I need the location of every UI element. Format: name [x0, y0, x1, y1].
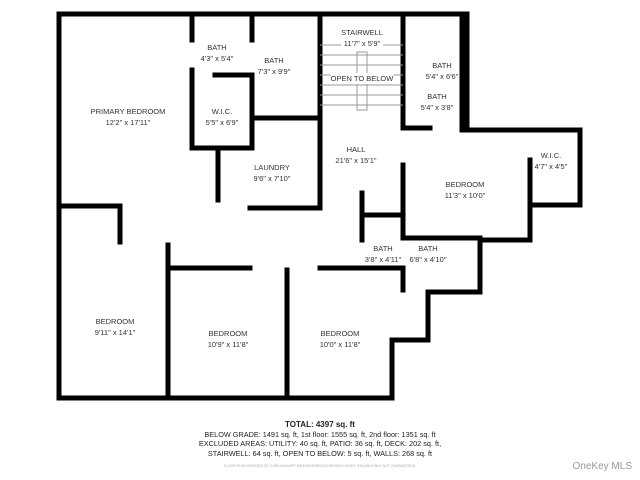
room-size: 4'7" x 4'5" — [534, 162, 568, 171]
room-label: BEDROOM 11'3" x 10'0" — [445, 179, 486, 201]
room-name: LAUNDRY — [254, 163, 290, 172]
room-name: BATH — [207, 43, 227, 52]
wall — [189, 72, 255, 151]
room-size: 11'7" x 5'9" — [343, 39, 381, 48]
watermark: OneKey MLS — [572, 461, 632, 472]
room-label: W.I.C. 5'5" x 6'9" — [206, 106, 239, 128]
room-label: BATH 3'8" x 4'11" — [365, 243, 401, 265]
summary-line: BELOW GRADE: 1491 sq. ft, 1st floor: 155… — [204, 429, 436, 439]
outer-wall — [56, 11, 583, 208]
room-name: BEDROOM — [95, 317, 135, 326]
room-label: OPEN TO BELOW — [330, 73, 394, 84]
room-label: BATH 4'3" x 5'4" — [201, 42, 234, 64]
room-size: 5'5" x 6'9" — [205, 118, 239, 127]
room-name: HALL — [346, 145, 366, 154]
room-label: STAIRWELL 11'7" x 5'9" — [341, 27, 383, 49]
room-name: BATH — [264, 56, 284, 65]
room-name: BEDROOM — [208, 329, 248, 338]
room-label: LAUNDRY 9'6" x 7'10" — [254, 162, 291, 184]
summary-line: STAIRWELL: 64 sq. ft, OPEN TO BELOW: 5 s… — [207, 448, 433, 458]
fine-print: FLOOR PLAN CREATED BY CUBICASA APP. MEAS… — [223, 464, 417, 468]
room-size: 21'6" x 15'1" — [335, 156, 377, 165]
room-size: 9'6" x 7'10" — [253, 174, 291, 183]
room-label: BEDROOM 9'11" x 14'1" — [95, 316, 136, 338]
area-summary: TOTAL: 4397 sq. ft BELOW GRADE: 1491 sq.… — [0, 420, 640, 472]
room-label: BATH 7'3" x 9'9" — [258, 55, 291, 77]
summary-line: EXCLUDED AREAS: UTILITY: 40 sq. ft, PATI… — [198, 439, 442, 448]
room-name: BEDROOM — [445, 180, 485, 189]
room-size: 5'4" x 3'8" — [420, 103, 454, 112]
room-name: BATH — [432, 61, 452, 70]
room-name: W.I.C. — [211, 107, 233, 116]
room-size: 12'2" x 17'11" — [105, 118, 151, 127]
room-name: W.I.C. — [540, 151, 562, 160]
room-name: BEDROOM — [320, 329, 360, 338]
room-size: 5'4" x 6'6" — [425, 72, 459, 81]
room-name: BATH — [373, 244, 393, 253]
room-label: HALL 21'6" x 15'1" — [335, 144, 376, 166]
room-name: STAIRWELL — [341, 28, 383, 37]
room-size: 9'11" x 14'1" — [94, 328, 136, 337]
room-label: BATH 5'4" x 3'8" — [421, 91, 454, 113]
room-size: 3'8" x 4'11" — [364, 255, 402, 264]
room-label: BEDROOM 10'0" x 11'8" — [320, 328, 361, 350]
outer-wall — [284, 157, 533, 401]
room-size: 10'9" x 11'8" — [207, 340, 249, 349]
room-label: BATH 6'8" x 4'10" — [410, 243, 447, 265]
room-name: PRIMARY BEDROOM — [90, 107, 166, 116]
room-label: BATH 5'4" x 6'6" — [426, 60, 459, 82]
room-size: 4'3" x 5'4" — [200, 54, 234, 63]
room-name: BATH — [427, 92, 447, 101]
room-label: BEDROOM 10'9" x 11'8" — [208, 328, 249, 350]
total-area: TOTAL: 4397 sq. ft — [285, 420, 355, 429]
room-label: PRIMARY BEDROOM 12'2" x 17'11" — [91, 106, 166, 128]
room-size: 10'0" x 11'8" — [319, 340, 361, 349]
room-name: BATH — [418, 244, 438, 253]
room-size: 11'3" x 10'0" — [444, 191, 486, 200]
room-size: 7'3" x 9'9" — [257, 67, 291, 76]
room-name: OPEN TO BELOW — [330, 74, 394, 83]
room-label: W.I.C. 4'7" x 4'5" — [535, 150, 568, 172]
room-size: 6'8" x 4'10" — [409, 255, 447, 264]
